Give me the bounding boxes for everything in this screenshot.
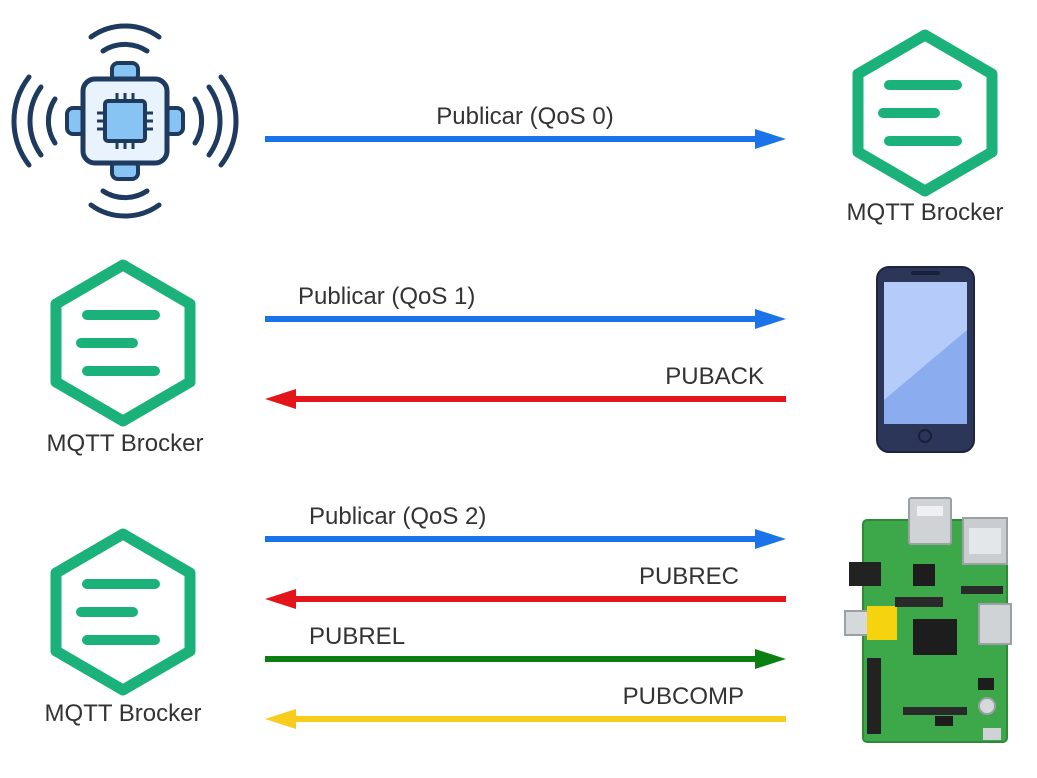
mqtt-broker-icon — [56, 534, 190, 690]
broker-label-row3: MQTT Brocker — [45, 700, 202, 727]
mqtt-broker-icon — [858, 35, 992, 191]
broker-label-row1: MQTT Brocker — [847, 199, 1004, 226]
pubrec-arrow — [265, 589, 786, 609]
iot-device-icon — [11, 23, 239, 219]
mqtt-broker-icon — [56, 265, 190, 421]
smartphone-icon — [876, 266, 975, 453]
pubcomp-arrow — [265, 709, 786, 729]
broker-label-row2: MQTT Brocker — [47, 430, 204, 457]
puback-arrow — [265, 389, 786, 409]
publish-qos1-label: Publicar (QoS 1) — [298, 283, 475, 310]
pubrel-label: PUBREL — [309, 623, 405, 650]
pubcomp-label: PUBCOMP — [623, 683, 744, 710]
publish-qos0-arrow — [265, 129, 786, 149]
raspberry-pi-board-icon — [844, 497, 1012, 743]
pubrec-label: PUBREC — [639, 563, 739, 590]
pubrel-arrow — [265, 649, 786, 669]
publish-qos0-label: Publicar (QoS 0) — [436, 103, 613, 130]
publish-qos2-arrow — [265, 529, 786, 549]
publish-qos1-arrow — [265, 309, 786, 329]
publish-qos2-label: Publicar (QoS 2) — [309, 503, 486, 530]
puback-label: PUBACK — [665, 363, 764, 390]
